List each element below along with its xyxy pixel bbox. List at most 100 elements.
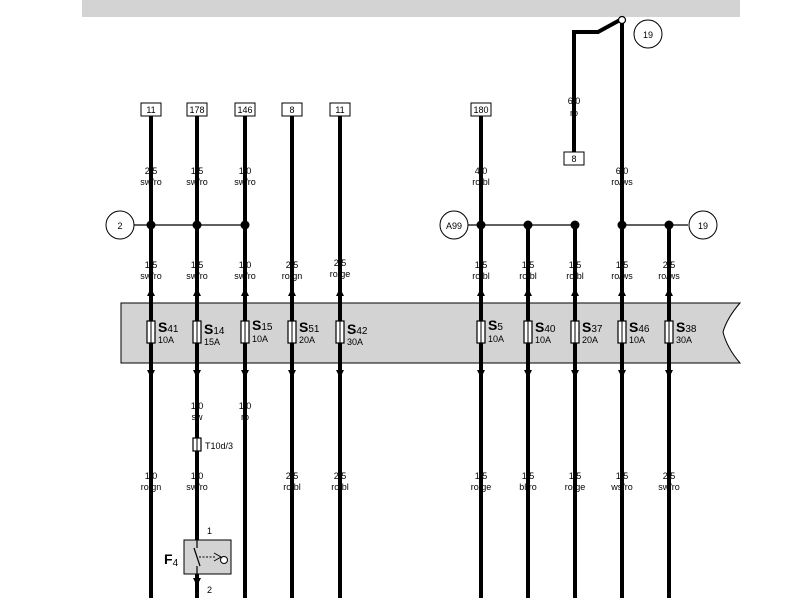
wire-color-label: sw/ro bbox=[186, 482, 208, 492]
junction-dot bbox=[240, 220, 250, 230]
ref-circle-right-label: 19 bbox=[698, 221, 708, 231]
junction-dot bbox=[617, 220, 627, 230]
wire-color-label: ro/bl bbox=[472, 271, 490, 281]
wire-6-0-ro bbox=[572, 18, 621, 152]
fuse-number: 41 bbox=[167, 324, 179, 335]
wire-gauge-label: 1.0 bbox=[239, 166, 252, 176]
wire-gauge-label: 1.5 bbox=[475, 471, 488, 481]
ref-circle-top: 19 bbox=[633, 19, 663, 49]
fuse-label-s15: S15 10A bbox=[252, 317, 273, 344]
fuse-amperage: 10A bbox=[158, 335, 174, 345]
junction-dot bbox=[192, 220, 202, 230]
svg-text:S38: S38 bbox=[676, 319, 697, 335]
fuse-label-s38: S38 30A bbox=[676, 319, 697, 345]
wire-gauge-label: 1.5 bbox=[569, 471, 582, 481]
fuse-amperage: 10A bbox=[488, 334, 504, 344]
svg-text:S51: S51 bbox=[299, 319, 320, 335]
junction-dot bbox=[476, 220, 486, 230]
wire-gauge-label: 1.5 bbox=[522, 260, 535, 270]
wire-color-label: ro/ws bbox=[611, 271, 633, 281]
wire-color-label: ro bbox=[241, 412, 249, 422]
switch-pin-label: 2 bbox=[207, 585, 212, 595]
ref-circle-top-label: 19 bbox=[643, 30, 653, 40]
junction-dot bbox=[664, 220, 674, 230]
wire-color-label: ro bbox=[570, 108, 578, 118]
switch-contact-icon bbox=[617, 15, 627, 25]
svg-text:S37: S37 bbox=[582, 319, 603, 335]
svg-text:S14: S14 bbox=[204, 321, 225, 337]
fuse-number: 15 bbox=[261, 322, 273, 333]
wire-gauge-label: 1.5 bbox=[145, 260, 158, 270]
fuse-number: 42 bbox=[356, 326, 368, 337]
wire-gauge-label: 1.5 bbox=[616, 260, 629, 270]
junction-dot bbox=[146, 220, 156, 230]
connector-t10d-label: T10d/3 bbox=[205, 441, 233, 451]
wire-color-label: ro/ge bbox=[565, 482, 586, 492]
wire-color-label: sw/ro bbox=[140, 177, 162, 187]
wire-color-label: sw/ro bbox=[186, 177, 208, 187]
top-bus-bar bbox=[82, 0, 740, 17]
wire-gauge-label: 2.5 bbox=[286, 260, 299, 270]
wire-gauge-label: 2.5 bbox=[145, 166, 158, 176]
wire-color-label: ro/gn bbox=[282, 271, 303, 281]
wire-gauge-label: 2.5 bbox=[334, 258, 347, 268]
wire-gauge-label: 1.0 bbox=[191, 471, 204, 481]
svg-text:S41: S41 bbox=[158, 319, 179, 335]
wire-color-label: sw/ro bbox=[234, 271, 256, 281]
fuse-label-s51: S51 20A bbox=[299, 319, 320, 345]
switch-letter: F bbox=[164, 551, 173, 567]
connector-tag: 11 bbox=[140, 102, 162, 117]
connector-tag: 178 bbox=[186, 102, 208, 117]
wire-gauge-label: 1.5 bbox=[616, 471, 629, 481]
fuse-number: 14 bbox=[213, 326, 225, 337]
connector-tag: 8 bbox=[563, 151, 585, 166]
wire-color-label: ro/bl bbox=[472, 177, 490, 187]
wire-color-label: bl/ro bbox=[519, 482, 537, 492]
connector-tag-label: 178 bbox=[189, 105, 204, 115]
ref-circle-a99-label: A99 bbox=[446, 221, 462, 231]
wire-gauge-label: 1.5 bbox=[475, 260, 488, 270]
connector-tag-label: 11 bbox=[335, 105, 344, 115]
fuse-label-s41: S41 10A bbox=[158, 319, 179, 345]
wire-gauge-label: 1.0 bbox=[239, 260, 252, 270]
wire-gauge-label: 6.0 bbox=[568, 96, 581, 106]
switch-blade-icon bbox=[193, 547, 201, 567]
wire-color-label: sw/ro bbox=[234, 177, 256, 187]
wire-gauge-label: 1.0 bbox=[191, 401, 204, 411]
fuse-letter: S bbox=[204, 321, 213, 337]
wire-color-label: ro/ge bbox=[471, 482, 492, 492]
wire-gauge-label: 1.5 bbox=[569, 260, 582, 270]
wire-color-label: sw bbox=[192, 412, 204, 422]
fuse-letter: S bbox=[629, 319, 638, 335]
connector-tag: 8 bbox=[281, 102, 303, 117]
fuse-number: 51 bbox=[308, 324, 320, 335]
wire-gauge-label: 6.0 bbox=[616, 166, 629, 176]
wire-gauge-label: 2.5 bbox=[286, 471, 299, 481]
ref-circle-left: 2 bbox=[105, 210, 135, 240]
fuse-letter: S bbox=[488, 317, 497, 333]
wire-gauge-label: 4.0 bbox=[475, 166, 488, 176]
fuse-letter: S bbox=[676, 319, 685, 335]
svg-text:S46: S46 bbox=[629, 319, 650, 335]
switch-f4: 1 2 F4 bbox=[164, 526, 232, 595]
fuse-number: 5 bbox=[497, 322, 503, 333]
fuse-letter: S bbox=[299, 319, 308, 335]
wire-color-label: sw/ro bbox=[140, 271, 162, 281]
wire-color-label: ws/ro bbox=[610, 482, 633, 492]
wire-color-label: ro/ws bbox=[658, 271, 680, 281]
wire-color-label: ro/bl bbox=[283, 482, 301, 492]
fuse-letter: S bbox=[535, 319, 544, 335]
plug-arrow-icons bbox=[147, 288, 673, 378]
connector-tag-label: 180 bbox=[473, 105, 488, 115]
fuse-letter: S bbox=[582, 319, 591, 335]
fuse-amperage: 20A bbox=[582, 335, 598, 345]
svg-text:S5: S5 bbox=[488, 317, 503, 333]
connector-tag: 146 bbox=[234, 102, 256, 117]
wire-gauge-label: 1.5 bbox=[522, 471, 535, 481]
ref-circle-a99: A99 bbox=[439, 210, 469, 240]
wire-gauge-label: 1.0 bbox=[145, 471, 158, 481]
wire-gauge-label: 1.5 bbox=[191, 260, 204, 270]
svg-text:S42: S42 bbox=[347, 321, 368, 337]
